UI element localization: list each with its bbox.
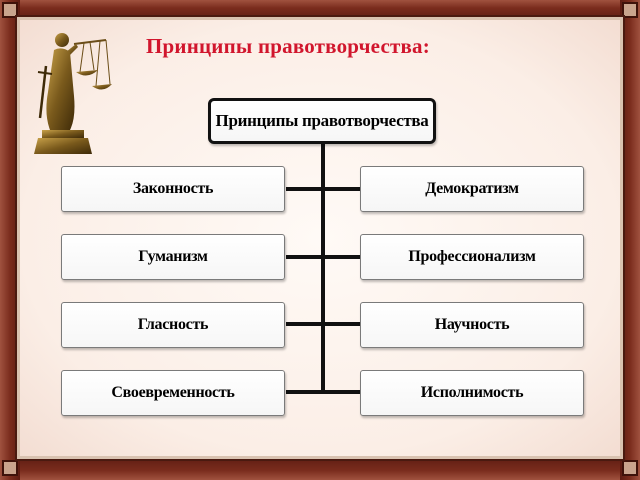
frame-corner [622,460,638,476]
frame-corner [2,460,18,476]
principle-node-publicity: Гласность [61,302,285,348]
frame-top-rail [0,0,640,20]
diagram-root-node: Принципы правотворчества [208,98,436,144]
principle-node-enforceability: Исполнимость [360,370,584,416]
frame-left-rail [0,0,20,480]
frame-bottom-rail [0,456,640,480]
principle-node-professionalism: Профессионализм [360,234,584,280]
principle-node-humanism: Гуманизм [61,234,285,280]
frame-corner [2,2,18,18]
connector-trunk [321,144,325,394]
themis-statue-icon [34,33,112,154]
connector-branch [286,255,360,259]
connector-branch [286,390,360,394]
frame-right-rail [620,0,640,480]
frame-corner [622,2,638,18]
connector-branch [286,187,360,191]
principle-node-legality: Законность [61,166,285,212]
principle-node-timeliness: Своевременность [61,370,285,416]
slide-title: Принципы правотворчества: [146,34,430,58]
principle-node-scientific: Научность [360,302,584,348]
connector-branch [286,322,360,326]
principle-node-democracy: Демократизм [360,166,584,212]
